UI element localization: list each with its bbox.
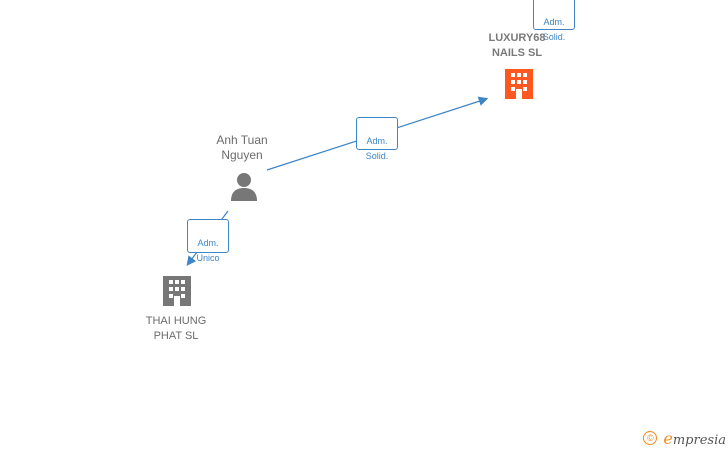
brand-logo[interactable]: empresia [663, 428, 726, 448]
brand-footer: © empresia [643, 428, 726, 448]
building-icon[interactable] [161, 274, 193, 308]
edge-label-text: Adm. Unico [196, 238, 220, 263]
person-node-label[interactable]: Anh Tuan Nguyen [216, 133, 268, 162]
edge-label-text: Adm. Solid. [365, 136, 389, 161]
copyright-icon: © [643, 431, 658, 445]
edge-label-person-luxury: Adm. Solid. [356, 117, 398, 161]
person-icon[interactable] [229, 171, 259, 201]
edge-label-top: Adm. Solid. [533, 0, 575, 42]
company-node-label[interactable]: THAI HUNG PHAT SL [145, 315, 207, 342]
edge-label-text: Adm. Solid. [542, 17, 566, 42]
edge-label-person-thai: Adm. Unico [187, 219, 229, 263]
building-icon[interactable] [503, 67, 535, 101]
company-node-label[interactable]: LUXURY68 NAILS SL [488, 32, 546, 59]
